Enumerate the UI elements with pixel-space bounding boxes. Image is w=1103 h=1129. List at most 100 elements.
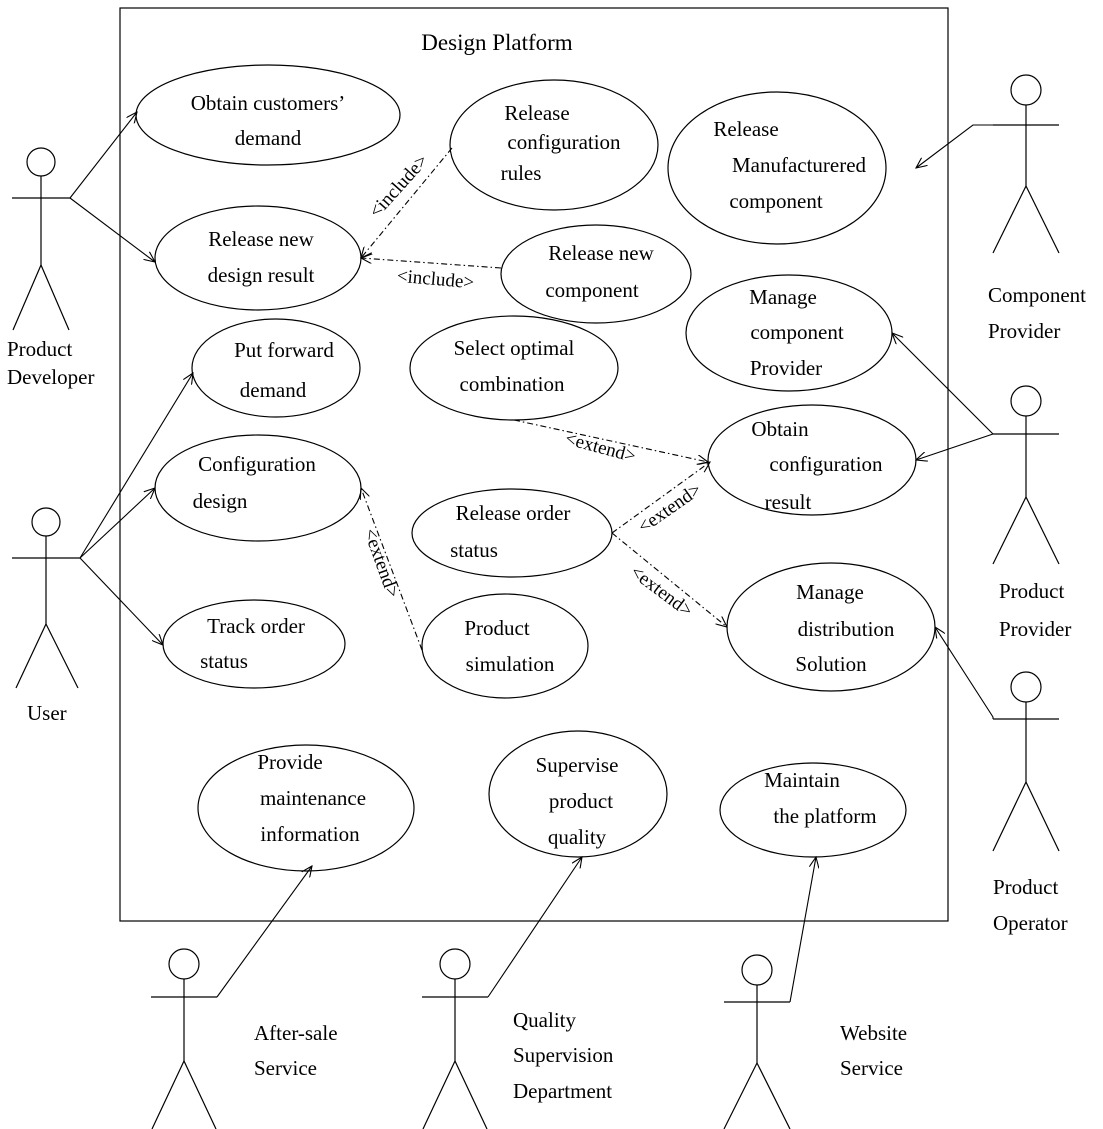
use-case-put-forward-demand[interactable]: Put forward demand xyxy=(191,318,361,418)
use-case-provide-maintenance-information[interactable]: Provide maintenance information xyxy=(197,744,415,872)
actor-label: Service xyxy=(840,1056,903,1080)
use-case-release-order-status[interactable]: Release order status xyxy=(411,488,613,578)
association-line xyxy=(935,627,994,719)
use-case-label: Obtain xyxy=(751,417,809,441)
actor-label: Product xyxy=(7,337,72,361)
use-case-label: Configuration xyxy=(198,452,316,476)
use-case-label: Manage xyxy=(749,285,817,309)
actor-label: Website xyxy=(840,1021,907,1045)
use-case-label: Obtain customers’ xyxy=(191,91,346,115)
association-line xyxy=(916,433,994,460)
use-case-release-configuration-rules[interactable]: Release configuration rules xyxy=(449,79,659,211)
use-case-maintain-platform[interactable]: Maintain the platform xyxy=(719,762,907,858)
use-case-label: Release xyxy=(713,117,778,141)
use-case-label: configuration xyxy=(769,452,883,476)
actor-label: Supervision xyxy=(513,1043,614,1067)
include-dependency xyxy=(361,147,453,258)
use-case-label: Provider xyxy=(750,356,822,380)
association-line xyxy=(79,488,155,559)
association-line xyxy=(79,373,193,559)
use-case-label: Release order xyxy=(456,501,571,525)
actor-label: Developer xyxy=(7,365,94,389)
use-case-label: Product xyxy=(464,616,529,640)
use-case-label: Provide xyxy=(257,750,322,774)
use-case-label: demand xyxy=(240,378,307,402)
use-case-label: Maintain xyxy=(764,768,840,792)
use-case-release-manufactured-component[interactable]: Release Manufacturered component xyxy=(667,91,887,245)
actor-component-provider[interactable]: Component Provider xyxy=(988,74,1086,343)
include-label: <include> xyxy=(396,266,475,294)
association-line xyxy=(892,333,994,435)
extend-dependency xyxy=(361,488,423,651)
use-case-label: rules xyxy=(501,161,542,185)
extend-label: <extend> xyxy=(359,526,403,601)
actor-label: After-sale xyxy=(254,1021,338,1045)
use-case-label: design xyxy=(193,489,248,513)
use-case-label: Put forward xyxy=(234,338,334,362)
extend-dependency xyxy=(611,532,727,627)
extend-label: <extend> xyxy=(563,428,638,467)
use-case-label: combination xyxy=(460,372,565,396)
use-case-select-optimal-combination[interactable]: Select optimal combination xyxy=(409,315,619,421)
use-case-supervise-product-quality[interactable]: Supervise product quality xyxy=(488,730,668,858)
use-case-label: component xyxy=(750,320,843,344)
use-case-label: information xyxy=(260,822,360,846)
system-boundary xyxy=(119,7,949,922)
actor-website-service[interactable]: Website Service xyxy=(723,954,907,1129)
use-case-label: Manufacturered xyxy=(732,153,867,177)
use-case-label: result xyxy=(765,490,812,514)
association-line xyxy=(789,857,816,1003)
extend-label: <extend> xyxy=(626,562,696,622)
use-case-label: status xyxy=(200,649,248,673)
actor-label: Component xyxy=(988,283,1086,307)
use-case-label: product xyxy=(549,789,613,813)
use-case-manage-distribution-solution[interactable]: Manage distribution Solution xyxy=(726,562,936,692)
actor-label: Service xyxy=(254,1056,317,1080)
use-case-label: configuration xyxy=(507,130,621,154)
use-case-label: simulation xyxy=(466,652,555,676)
use-case-label: design result xyxy=(208,263,315,287)
actor-label: Product xyxy=(993,875,1058,899)
extend-dependency xyxy=(513,419,708,462)
use-case-label: Supervise xyxy=(536,753,619,777)
use-case-label: component xyxy=(729,189,822,213)
association-line xyxy=(69,112,137,199)
use-case-label: Release new xyxy=(548,241,654,265)
use-case-label: Select optimal xyxy=(454,336,575,360)
use-case-label: Release new xyxy=(208,227,314,251)
actor-quality-supervision-department[interactable]: Quality Supervision Department xyxy=(422,948,614,1129)
use-case-product-simulation[interactable]: Product simulation xyxy=(421,593,589,699)
actor-label: Provider xyxy=(999,617,1071,641)
use-case-label: maintenance xyxy=(260,786,366,810)
use-case-label: demand xyxy=(235,126,302,150)
actor-label: Operator xyxy=(993,911,1068,935)
use-case-label: Manage xyxy=(796,580,864,604)
actor-product-provider[interactable]: Product Provider xyxy=(992,385,1071,641)
use-case-label: the platform xyxy=(773,804,876,828)
association-line xyxy=(916,124,993,168)
use-case-release-new-component[interactable]: Release new component xyxy=(500,224,692,324)
use-case-obtain-demand[interactable]: Obtain customers’ demand xyxy=(135,64,401,166)
actor-product-developer[interactable]: Product Developer xyxy=(7,147,94,389)
association-line xyxy=(216,866,312,998)
actor-label: Quality xyxy=(513,1008,576,1032)
use-case-configuration-design[interactable]: Configuration design xyxy=(154,434,362,542)
use-case-track-order-status[interactable]: Track order status xyxy=(162,599,346,689)
use-case-label: status xyxy=(450,538,498,562)
actor-label: Product xyxy=(999,579,1064,603)
use-case-release-design-result[interactable]: Release new design result xyxy=(154,205,362,311)
actor-label: User xyxy=(27,701,67,725)
actor-after-sale-service[interactable]: After-sale Service xyxy=(151,948,338,1129)
actor-user[interactable]: User xyxy=(12,507,80,725)
association-line xyxy=(79,557,163,645)
use-case-label: Solution xyxy=(795,652,867,676)
use-case-obtain-configuration-result[interactable]: Obtain configuration result xyxy=(707,404,917,516)
system-title: Design Platform xyxy=(421,30,573,55)
use-case-label: Track order xyxy=(207,614,305,638)
use-case-label: Release xyxy=(504,101,569,125)
association-line xyxy=(487,857,582,998)
actor-product-operator[interactable]: Product Operator xyxy=(992,671,1068,935)
use-case-manage-component-provider[interactable]: Manage component Provider xyxy=(685,274,893,392)
use-case-label: distribution xyxy=(798,617,895,641)
